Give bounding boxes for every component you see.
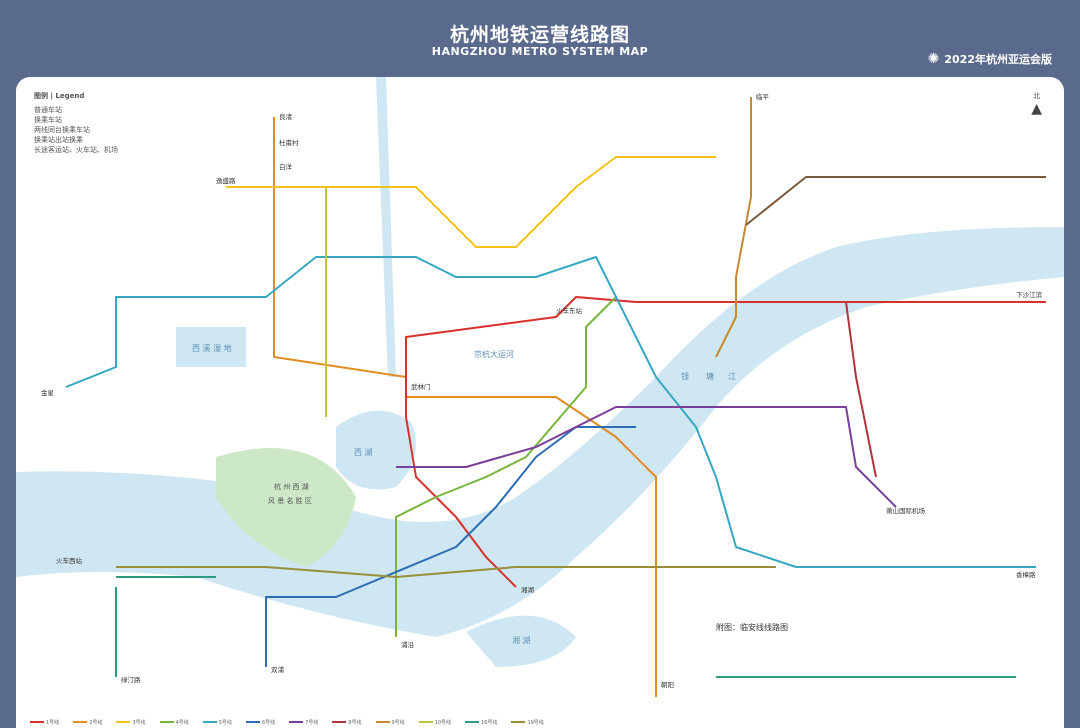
station-yishenglu[interactable]: 逸盛路 — [216, 176, 236, 185]
station-puyan[interactable]: 浦沿 — [401, 640, 415, 649]
map-subtitle: HANGZHOU METRO SYSTEM MAP — [431, 45, 649, 58]
footer-line-9: 9号线 — [375, 719, 405, 726]
canal-shape — [376, 77, 396, 377]
north-label: 北 — [1033, 92, 1041, 100]
footer-line-10: 10号线 — [418, 719, 451, 726]
scenic-label-1: 杭 州 西 湖 — [274, 482, 309, 491]
station-wulinmen[interactable]: 武林门 — [411, 382, 431, 391]
footer-line-2: 2号线 — [73, 719, 102, 726]
legend-item-transport: 长途客运站、火车站、机场 — [34, 146, 118, 154]
line-7-path[interactable] — [396, 406, 897, 508]
line-4-path[interactable] — [395, 296, 617, 637]
station-xiangzhang[interactable]: 香樟路 — [1016, 570, 1036, 579]
footer-line-5: 5号线 — [202, 719, 232, 726]
line-19-path[interactable] — [116, 566, 776, 578]
xixi-wetland-label: 西 溪 湿 地 — [192, 343, 232, 353]
metro-map[interactable]: 京杭大运河 钱 塘 江 西 湖 湘 湖 西 溪 湿 地 杭 州 西 湖 风 景 … — [16, 77, 1064, 728]
river-label-1: 钱 — [681, 371, 689, 381]
asian-games-label: 2022年杭州亚运会版 — [944, 53, 1052, 66]
xixi-wetland-shape — [176, 327, 246, 367]
footer-line-1: 1号线 — [30, 719, 59, 726]
line-16-path[interactable] — [115, 576, 1016, 678]
station-shuangpu[interactable]: 双浦 — [271, 665, 285, 674]
footer-line-8: 8号线 — [332, 719, 362, 726]
line-9-branch-path[interactable] — [745, 176, 1046, 226]
station-liangzhu[interactable]: 良渚 — [279, 112, 293, 121]
station-airport[interactable]: 萧山国际机场 — [886, 506, 926, 515]
footer-legend: 1号线 2号线 3号线 4号线 5号线 6号线 7号线 8号线 9号线 10号线… — [16, 716, 1064, 728]
station-huochexi[interactable]: 火车西站 — [56, 556, 83, 565]
qiantang-river-shape — [16, 227, 1064, 637]
station-xiasha-jiangbin[interactable]: 下沙江滨 — [1016, 290, 1043, 299]
station-dufucun[interactable]: 杜甫村 — [279, 138, 299, 147]
legend-item-regular: 普通车站 — [34, 106, 62, 114]
west-lake-shape — [336, 410, 416, 490]
xiang-lake-shape — [466, 615, 576, 667]
footer-line-4: 4号线 — [159, 719, 189, 726]
footer-line-3: 3号线 — [116, 719, 146, 726]
north-indicator: 北 ▲ — [1031, 91, 1042, 117]
xiang-lake-label: 湘 湖 — [512, 635, 531, 645]
station-jinxing[interactable]: 金星 — [41, 388, 55, 397]
west-lake-label: 西 湖 — [354, 448, 373, 457]
station-baiyang[interactable]: 白洋 — [279, 162, 293, 171]
station-lvtinglu[interactable]: 绿汀路 — [121, 675, 141, 684]
footer-line-19: 19号线 — [511, 719, 544, 726]
legend-title: 图例 | Legend — [34, 92, 85, 100]
line-2-path[interactable] — [273, 117, 657, 697]
station-huochedong[interactable]: 火车东站 — [556, 306, 583, 315]
asian-games-badge: ✺ 2022年杭州亚运会版 — [928, 51, 1052, 67]
station-chaoyang[interactable]: 朝阳 — [661, 680, 674, 689]
inset-title: 附图：临安线线路图 — [716, 623, 788, 632]
legend-item-transfer: 换乘车站 — [34, 116, 62, 124]
header: 杭州地铁运营线路图 HANGZHOU METRO SYSTEM MAP ✺ 20… — [0, 0, 1080, 78]
legend: 图例 | Legend 普通车站 换乘车站 两线同台换乘车站 换乘站出站换乘 长… — [34, 91, 118, 155]
footer-line-16: 16号线 — [465, 719, 497, 726]
line-8-path[interactable] — [845, 301, 877, 478]
legend-item-same-platform: 两线同台换乘车站 — [34, 126, 90, 134]
river-label-2: 塘 — [706, 371, 714, 381]
north-arrow-icon: ▲ — [1031, 101, 1042, 117]
map-canvas[interactable]: 京杭大运河 钱 塘 江 西 湖 湘 湖 西 溪 湿 地 杭 州 西 湖 风 景 … — [16, 77, 1064, 728]
station-linping[interactable]: 临平 — [756, 92, 770, 101]
scenic-area-shape — [216, 448, 356, 567]
footer-line-6: 6号线 — [245, 719, 275, 726]
asian-games-logo-icon: ✺ — [927, 51, 940, 67]
map-title: 杭州地铁运营线路图 — [449, 24, 630, 46]
scenic-label-2: 风 景 名 胜 区 — [268, 496, 312, 505]
station-xianghu[interactable]: 湘湖 — [521, 585, 535, 594]
line-3-path[interactable] — [226, 156, 716, 248]
line-9-path[interactable] — [715, 97, 752, 358]
line-6-path[interactable] — [265, 426, 636, 667]
river-label-3: 江 — [728, 372, 736, 381]
canal-label: 京杭大运河 — [474, 349, 514, 359]
legend-item-exit-transfer: 换乘站出站换乘 — [34, 136, 83, 144]
footer-line-7: 7号线 — [289, 719, 318, 726]
line-5-path[interactable] — [65, 256, 1036, 568]
